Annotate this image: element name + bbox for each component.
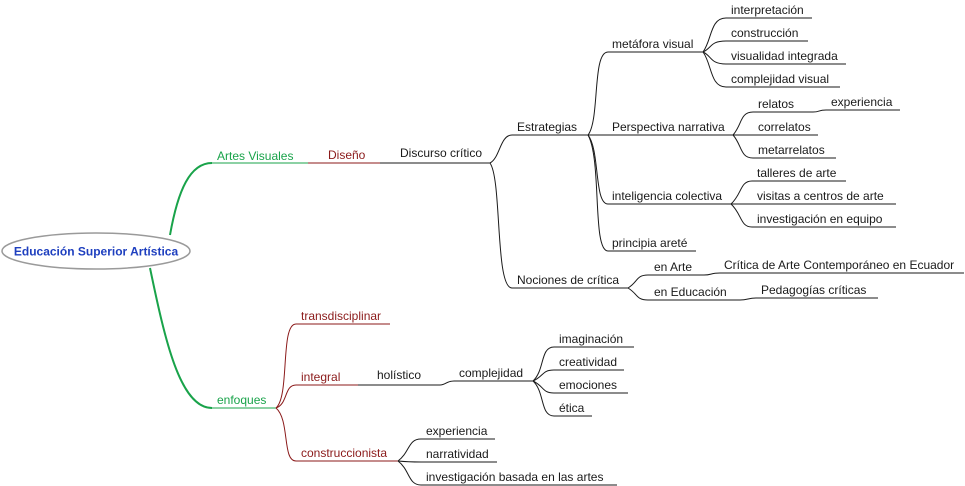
- root-node[interactable]: [1, 232, 191, 270]
- connector-estrategias-principia: [587, 134, 609, 252]
- connector-construccionista-c3: [397, 460, 422, 486]
- node-complejidad[interactable]: complejidad: [459, 366, 523, 380]
- node-inteligencia-colectiva[interactable]: inteligencia colectiva: [612, 189, 722, 203]
- node-etica[interactable]: ética: [559, 401, 585, 415]
- connector-arte-critica: [703, 272, 721, 276]
- connector-metafora-c4: [702, 51, 727, 88]
- node-critica-arte-contemporaneo[interactable]: Crítica de Arte Contemporáneo en Ecuador: [724, 258, 954, 272]
- connector-estrategias-inteligencia: [587, 134, 609, 205]
- node-experiencia-1[interactable]: experiencia: [831, 95, 893, 109]
- connector-holistico-complejidad: [439, 380, 455, 386]
- connector-root-enfoques: [149, 267, 213, 409]
- node-construccion[interactable]: construcción: [731, 26, 798, 40]
- connector-enfoques-integral: [275, 384, 297, 409]
- node-perspectiva-narrativa[interactable]: Perspectiva narrativa: [612, 120, 725, 134]
- connector-discurso-estrategias: [489, 134, 513, 164]
- node-construccionista[interactable]: construccionista: [301, 446, 387, 460]
- connector-relatos-experiencia: [812, 109, 827, 113]
- connector-enfoques-transdisciplinar: [275, 323, 297, 409]
- node-integral[interactable]: integral: [301, 370, 340, 384]
- node-metafora-visual[interactable]: metáfora visual: [612, 37, 693, 51]
- connector-construccionista-c1: [397, 438, 422, 462]
- node-emociones[interactable]: emociones: [559, 378, 617, 392]
- connector-metafora-c2: [702, 40, 727, 53]
- connector-complejidad-c2: [532, 369, 555, 382]
- node-discurso-critico[interactable]: Discurso crítico: [400, 146, 482, 160]
- node-imaginacion[interactable]: imaginación: [559, 332, 623, 346]
- connector-root-artes: [169, 162, 213, 236]
- node-experiencia-2[interactable]: experiencia: [426, 424, 488, 438]
- node-en-arte[interactable]: en Arte: [654, 260, 692, 274]
- connector-educacion-pedagogias: [739, 297, 757, 301]
- node-investigacion-equipo[interactable]: investigación en equipo: [757, 212, 883, 226]
- node-visitas-centros[interactable]: visitas a centros de arte: [757, 189, 884, 203]
- node-en-educacion[interactable]: en Educación: [654, 285, 727, 299]
- connector-complejidad-c4: [532, 380, 555, 417]
- connector-perspectiva-metarrelatos: [732, 134, 754, 159]
- node-correlatos[interactable]: correlatos: [758, 120, 811, 134]
- connector-construccionista-c2: [397, 460, 422, 463]
- connector-metafora-c1: [702, 17, 727, 53]
- connector-complejidad-c3: [532, 380, 555, 394]
- connector-complejidad-c1: [532, 346, 555, 382]
- connector-perspectiva-relatos: [732, 111, 754, 136]
- node-interpretacion[interactable]: interpretación: [731, 3, 804, 17]
- node-nociones-critica[interactable]: Nociones de crítica: [517, 273, 619, 287]
- node-relatos[interactable]: relatos: [758, 97, 794, 111]
- node-transdisciplinar[interactable]: transdisciplinar: [301, 309, 381, 323]
- node-artes-visuales[interactable]: Artes Visuales: [217, 149, 293, 163]
- node-creatividad[interactable]: creatividad: [559, 355, 617, 369]
- node-visualidad-integrada[interactable]: visualidad integrada: [731, 49, 838, 63]
- connector-inteligencia-c3: [730, 203, 753, 228]
- node-diseno[interactable]: Diseño: [328, 148, 366, 162]
- node-pedagogias-criticas[interactable]: Pedagogías críticas: [761, 283, 866, 297]
- connector-nociones-educacion: [627, 287, 649, 301]
- node-metarrelatos[interactable]: metarrelatos: [758, 143, 825, 157]
- node-principia-arete[interactable]: principia areté: [612, 236, 688, 250]
- connector-discurso-nociones: [489, 162, 513, 289]
- node-complejidad-visual[interactable]: complejidad visual: [731, 72, 829, 86]
- node-holistico[interactable]: holístico: [377, 368, 421, 382]
- node-narratividad[interactable]: narratividad: [426, 447, 489, 461]
- connector-metafora-c3: [702, 51, 727, 65]
- node-estrategias[interactable]: Estrategias: [517, 120, 577, 134]
- node-enfoques[interactable]: enfoques: [217, 393, 266, 407]
- root-label: Educación Superior Artística: [14, 245, 179, 259]
- connector-inteligencia-c1: [730, 180, 753, 205]
- node-talleres-de-arte[interactable]: talleres de arte: [757, 166, 837, 180]
- connector-estrategias-metafora: [587, 51, 609, 136]
- connector-enfoques-construccionista: [275, 407, 297, 462]
- node-investigacion-artes[interactable]: investigación basada en las artes: [426, 470, 603, 484]
- connector-nociones-arte: [627, 274, 649, 289]
